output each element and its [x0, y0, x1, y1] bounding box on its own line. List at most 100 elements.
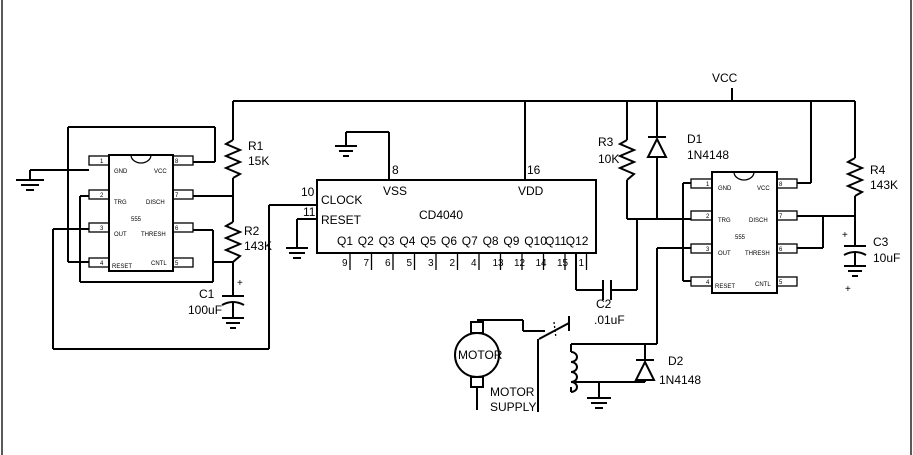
timer1-pin-3: 3: [100, 226, 104, 232]
relay-switch-arm: [538, 322, 570, 340]
cd4040-output-group: Q19Q27Q36Q45Q53Q62Q74Q813Q912Q1014Q1115Q…: [337, 234, 589, 270]
timer1-wiring: [16, 126, 317, 350]
timer1-pin-6: 6: [175, 226, 179, 232]
motor-supply-label-1: MOTOR: [490, 385, 535, 399]
d2-triangle: [634, 359, 656, 381]
c3-plus-top: +: [842, 230, 848, 241]
c1-plus: +: [237, 278, 243, 289]
timer1-vcc-label: VCC: [154, 169, 167, 175]
r2-name: R2: [244, 224, 260, 238]
cd4040-output-q11: Q11: [545, 234, 567, 248]
cd4040-name: CD4040: [419, 208, 463, 222]
d1-triangle: [646, 136, 668, 158]
cd4040-output-pin-number: 1: [579, 258, 585, 269]
timer1-gnd-label: GND: [114, 169, 128, 175]
cd4040-reset-pin: 11: [303, 205, 316, 219]
timer-555-left: 1 2 3 4 8 7 6 5 GND TRG OUT RESET VCC DI…: [88, 154, 194, 272]
cd4040-output-q8: Q8: [483, 234, 499, 248]
timer2-gnd-label: GND: [718, 186, 732, 192]
timer1-body: [108, 154, 174, 272]
timer1-pin-1: 1: [100, 159, 104, 165]
timer2-pin-1: 1: [706, 182, 710, 188]
timer1-name: 555: [131, 217, 142, 223]
timer2-cntl-label: CNTL: [755, 282, 771, 288]
cd4040-vdd-label: VDD: [518, 184, 544, 198]
r1-r2-c1-network: + R1 15K R2 143K C1 100uF: [188, 101, 272, 329]
cd4040-counter: CLOCK RESET VSS VDD CD4040 10 11 8 16 Q1…: [301, 163, 597, 270]
motor-supply-label-2: SUPPLY: [490, 400, 536, 414]
vcc-rail: VCC: [233, 71, 855, 102]
relay-coil: [570, 351, 578, 393]
d2-value: 1N4148: [659, 373, 701, 387]
timer2-disch-label: DISCH: [749, 218, 768, 224]
timer2-pin-2: 2: [706, 214, 710, 220]
cd4040-reset-label: RESET: [321, 213, 362, 227]
timer1-out-label: OUT: [114, 232, 127, 238]
cd4040-output-pin-number: 13: [493, 258, 505, 269]
cd4040-output-pin-number: 5: [407, 258, 413, 269]
r2-resistor: [223, 221, 243, 263]
cd4040-output-q2: Q2: [358, 234, 374, 248]
timer2-pin-3: 3: [706, 247, 710, 253]
timer2-trg-label: TRG: [718, 218, 731, 224]
c2-value: .01uF: [594, 313, 625, 327]
cd4040-clock-label: CLOCK: [321, 193, 362, 207]
timer1-pin-5: 5: [175, 261, 179, 267]
r1-resistor: [223, 139, 243, 179]
cd4040-output-pin-number: 7: [364, 258, 370, 269]
timer2-notch: [733, 171, 755, 181]
r3-d1-network: R3 10K D1 1N4148: [598, 101, 729, 220]
cd4040-output-q7: Q7: [462, 234, 478, 248]
cd4040-vdd-pin: 16: [527, 163, 541, 177]
timer2-pin-7: 7: [779, 214, 783, 220]
vcc-label: VCC: [712, 71, 738, 85]
cd4040-output-q9: Q9: [503, 234, 519, 248]
c3-value: 10uF: [873, 251, 900, 265]
timer1-cntl-label: CNTL: [151, 261, 167, 267]
c2-name: C2: [596, 297, 612, 311]
timer2-name: 555: [735, 235, 746, 241]
d2-name: D2: [668, 354, 684, 368]
c1-value: 100uF: [188, 303, 222, 317]
r4-value: 143K: [870, 178, 898, 192]
cd4040-output-pin-number: 12: [514, 258, 526, 269]
r4-name: R4: [870, 163, 886, 177]
cd4040-output-pin-number: 4: [471, 258, 477, 269]
timer2-wiring: + + R4 143K C3 10uF: [656, 101, 900, 344]
cd4040-output-q3: Q3: [379, 234, 395, 248]
c3-plus-bottom: +: [845, 284, 851, 295]
cd4040-wiring: C2 .01uF: [286, 101, 638, 327]
cd4040-output-pin-number: 15: [557, 258, 569, 269]
timer2-reset-label: RESET: [715, 284, 735, 290]
cd4040-output-pin-number: 14: [536, 258, 548, 269]
cd4040-output-q6: Q6: [441, 234, 457, 248]
timer2-pin-6: 6: [779, 247, 783, 253]
r3-name: R3: [598, 135, 614, 149]
timer2-body: [711, 171, 778, 294]
r1-value: 15K: [248, 154, 269, 168]
r3-value: 10K: [598, 152, 619, 166]
d1-value: 1N4148: [687, 148, 729, 162]
r1-name: R1: [248, 139, 264, 153]
timer1-thresh-label: THRESH: [141, 232, 166, 238]
timer2-pin-5: 5: [779, 280, 783, 286]
r2-value: 143K: [244, 239, 272, 253]
r3-resistor: [617, 139, 637, 181]
timer1-notch: [130, 154, 152, 164]
timer1-trg-label: TRG: [114, 200, 127, 206]
timer1-disch-label: DISCH: [146, 200, 165, 206]
timer2-vcc-label: VCC: [757, 186, 770, 192]
timer1-pin-2: 2: [100, 193, 104, 199]
cd4040-output-q4: Q4: [399, 234, 415, 248]
cd4040-output-q1: Q1: [337, 234, 353, 248]
timer1-pin-4: 4: [100, 261, 104, 267]
cd4040-output-pin-number: 6: [385, 258, 391, 269]
cd4040-body: [316, 179, 597, 254]
cd4040-vss-pin: 8: [392, 163, 399, 177]
timer2-thresh-label: THRESH: [745, 251, 770, 257]
timer1-reset-label: RESET: [112, 264, 132, 270]
timer-555-right: 1 2 3 4 8 7 6 5 GND TRG OUT RESET VCC DI…: [690, 171, 798, 294]
d1-name: D1: [687, 132, 703, 146]
r4-resistor: [845, 157, 865, 197]
cd4040-vss-label: VSS: [383, 184, 407, 198]
